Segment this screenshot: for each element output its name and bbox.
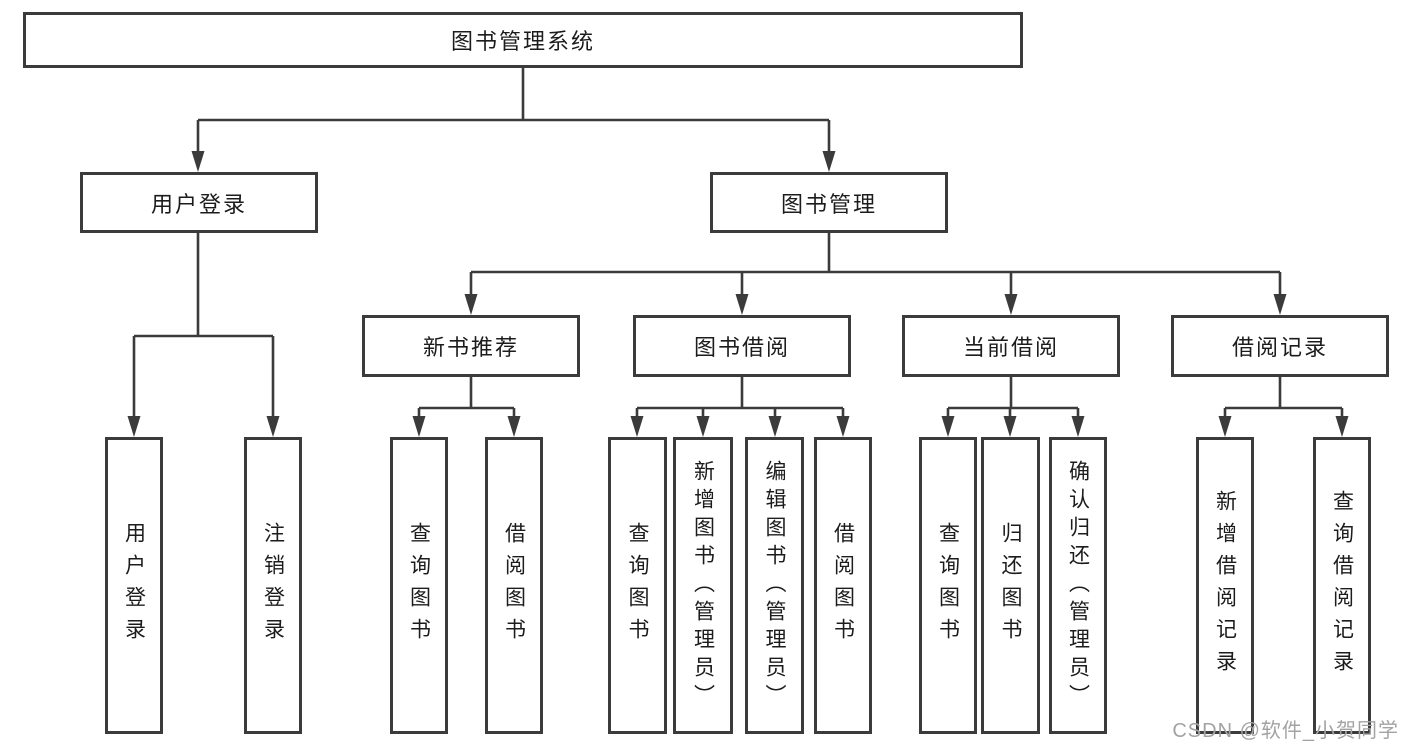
leaf-user-login: 用户登录	[105, 437, 163, 734]
leaf-add-borrow-record: 新增借阅记录	[1196, 437, 1254, 734]
leaf-edit-books-admin: 编辑图书（管理员）	[745, 437, 804, 734]
node-current-borrowing-label: 当前借阅	[962, 335, 1059, 360]
leaf-recommend-borrow-books-label: 借阅图书	[502, 521, 526, 650]
csdn-watermark: CSDN @软件_小贺同学	[1172, 720, 1399, 742]
leaf-current-query-books-label: 查询图书	[936, 521, 960, 650]
leaf-logout-label: 注销登录	[261, 521, 285, 650]
leaf-add-borrow-record-label: 新增借阅记录	[1213, 489, 1237, 682]
node-root-label: 图书管理系统	[450, 29, 595, 54]
leaf-confirm-return-admin: 确认归还（管理员）	[1049, 437, 1107, 734]
leaf-current-query-books: 查询图书	[919, 437, 977, 734]
leaf-borrowing-query-books: 查询图书	[608, 437, 667, 734]
node-root: 图书管理系统	[23, 12, 1023, 68]
leaf-borrowing-query-books-label: 查询图书	[626, 521, 649, 650]
leaf-edit-books-admin-label: 编辑图书（管理员）	[763, 459, 786, 712]
node-user-login: 用户登录	[80, 172, 318, 233]
node-book-borrowing: 图书借阅	[633, 315, 851, 377]
node-book-management: 图书管理	[710, 172, 948, 233]
leaf-recommend-borrow-books: 借阅图书	[485, 437, 543, 734]
leaf-logout: 注销登录	[244, 437, 302, 734]
node-user-login-label: 用户登录	[150, 191, 247, 217]
leaf-user-login-label: 用户登录	[122, 521, 146, 650]
node-book-management-label: 图书管理	[780, 191, 877, 217]
leaf-return-books: 归还图书	[981, 437, 1040, 734]
leaf-add-books-admin: 新增图书（管理员）	[673, 437, 733, 734]
leaf-borrowing-borrow-books: 借阅图书	[814, 437, 872, 734]
node-new-book-recommendation: 新书推荐	[362, 315, 580, 377]
leaf-return-books-label: 归还图书	[999, 521, 1022, 650]
leaf-query-borrow-record-label: 查询借阅记录	[1330, 489, 1354, 682]
node-book-borrowing-label: 图书借阅	[693, 335, 790, 360]
node-new-book-recommendation-label: 新书推荐	[422, 335, 519, 360]
leaf-borrowing-borrow-books-label: 借阅图书	[831, 521, 855, 650]
node-current-borrowing: 当前借阅	[902, 315, 1120, 377]
node-borrowing-records: 借阅记录	[1171, 315, 1389, 377]
leaf-recommend-query-books-label: 查询图书	[407, 521, 431, 650]
leaf-recommend-query-books: 查询图书	[390, 437, 448, 734]
node-borrowing-records-label: 借阅记录	[1231, 335, 1328, 360]
leaf-confirm-return-admin-label: 确认归还（管理员）	[1066, 459, 1090, 712]
leaf-add-books-admin-label: 新增图书（管理员）	[691, 459, 715, 712]
leaf-query-borrow-record: 查询借阅记录	[1313, 437, 1371, 734]
